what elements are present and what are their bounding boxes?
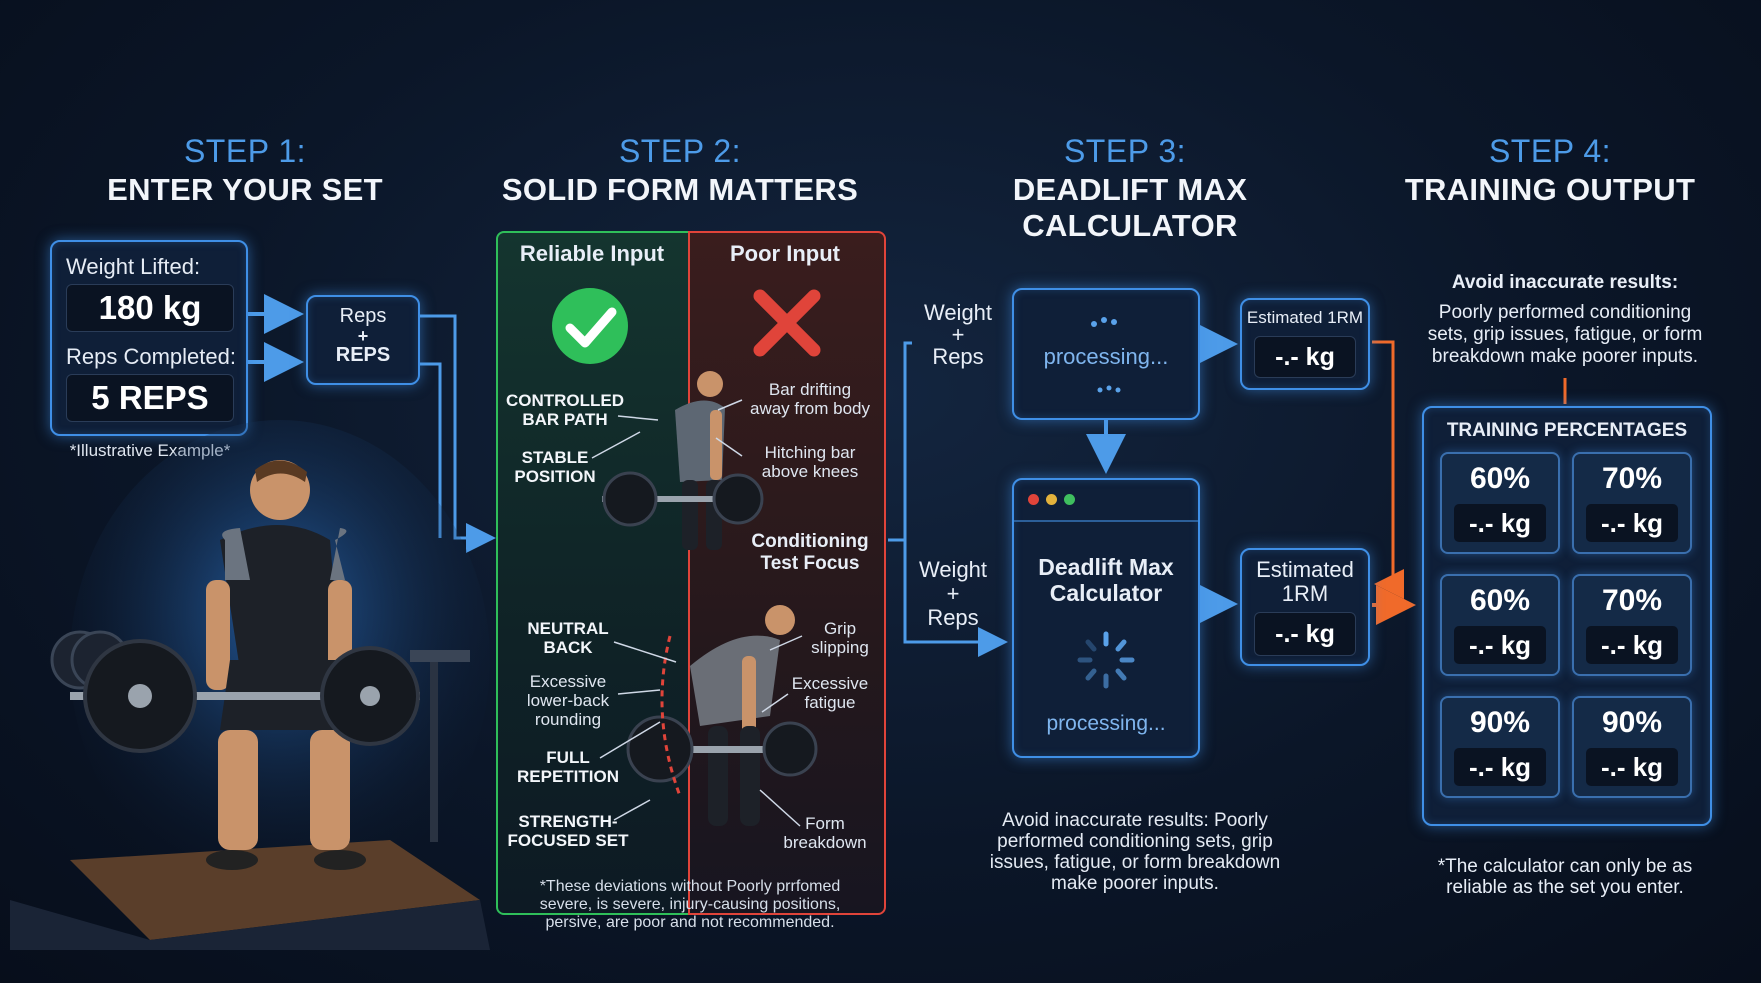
combo-plus: + — [357, 326, 369, 346]
processing-text-top: processing... — [1043, 344, 1169, 369]
percentage-value: 60% — [1469, 584, 1531, 617]
label-lower-back-rounding: Excessive lower-back rounding — [526, 672, 610, 729]
calculator-titlebar — [1014, 480, 1198, 522]
label-bar-drifting: Bar drifting away from body — [750, 380, 870, 418]
check-icon — [552, 288, 628, 364]
percentage-card: 70% -.- kg — [1572, 452, 1692, 554]
est-top-label: Estimated 1RM — [1246, 308, 1364, 327]
lifter-poor-form-illustration — [626, 605, 818, 826]
label-hitching-bar: Hitching bar above knees — [761, 443, 859, 481]
weight-field[interactable]: 180 kg — [66, 284, 234, 332]
percentage-card: 70% -.- kg — [1572, 574, 1692, 676]
window-close-dot[interactable] — [1028, 494, 1039, 505]
window-minimize-dot[interactable] — [1046, 494, 1057, 505]
loading-dots-icon-2 — [1097, 385, 1121, 393]
processing-box: processing... — [1012, 288, 1200, 420]
weight-label: Weight Lifted: — [66, 254, 201, 279]
x-mark-icon — [753, 289, 821, 357]
step3-number: STEP 3: — [1063, 133, 1187, 169]
loading-dots-icon — [1091, 317, 1117, 327]
label-full-repetition: FULL REPETITION — [516, 748, 619, 786]
training-percentages-panel: TRAINING PERCENTAGES 60% -.- kg 70% -.- … — [1422, 406, 1712, 826]
combo-top: Reps — [339, 305, 387, 327]
percentage-card: 90% -.- kg — [1440, 696, 1560, 798]
percentage-kg: -.- kg — [1454, 504, 1546, 542]
poor-header: Poor Input — [730, 241, 840, 266]
deadlift-athlete-illustration — [10, 420, 490, 950]
label-stable-position: STABLE POSITION — [514, 448, 596, 486]
step2-number: STEP 2: — [618, 133, 742, 169]
lifter-good-form-illustration — [602, 371, 764, 550]
warning-body: Poorly performed conditioning sets, grip… — [1427, 302, 1703, 367]
percentage-kg: -.- kg — [1586, 504, 1678, 542]
step1-title: ENTER YOUR SET — [107, 172, 383, 207]
percentage-card: 60% -.- kg — [1440, 452, 1560, 554]
calculator-title: Deadlift Max Calculator — [1038, 554, 1174, 606]
label-conditioning-test-focus: Conditioning Test Focus — [751, 531, 869, 574]
percentage-value: 60% — [1469, 462, 1531, 495]
label-form-breakdown: Form breakdown — [783, 814, 867, 852]
reliable-header: Reliable Input — [519, 241, 665, 266]
percentage-value: 90% — [1469, 706, 1531, 739]
input-weight-reps-bottom: Weight + Reps — [918, 557, 988, 630]
input-weight-reps-top: Weight + Reps — [923, 300, 993, 369]
percentage-kg: -.- kg — [1586, 626, 1678, 664]
percentage-kg: -.- kg — [1454, 626, 1546, 664]
percentage-card: 90% -.- kg — [1572, 696, 1692, 798]
set-entry-panel: Weight Lifted: 180 kg Reps Completed: 5 … — [50, 240, 248, 436]
combo-bottom: REPS — [335, 344, 391, 366]
est-bottom-value: -.- kg — [1254, 612, 1356, 656]
percentage-kg: -.- kg — [1454, 748, 1546, 786]
reps-label: Reps Completed: — [66, 344, 236, 369]
reps-field[interactable]: 5 REPS — [66, 374, 234, 422]
label-strength-focused-set: STRENGTH- FOCUSED SET — [507, 812, 629, 850]
warning-title: Avoid inaccurate results: — [1451, 272, 1679, 293]
estimated-1rm-top: Estimated 1RM -.- kg — [1240, 298, 1370, 390]
step2-footnote: *These deviations without Poorly prrfome… — [539, 878, 841, 931]
step3-note: Avoid inaccurate results: Poorly perform… — [989, 810, 1281, 894]
label-grip-slipping: Grip slipping — [811, 619, 869, 657]
label-excessive-fatigue: Excessive fatigue — [791, 674, 869, 712]
estimated-1rm-bottom: Estimated 1RM -.- kg — [1240, 548, 1370, 666]
step3-title: DEADLIFT MAX CALCULATOR — [1012, 172, 1248, 243]
percentage-value: 90% — [1601, 706, 1663, 739]
label-controlled-bar-path: CONTROLLED BAR PATH — [505, 391, 625, 429]
percentage-value: 70% — [1601, 584, 1663, 617]
reps-combo-box: Reps + REPS — [306, 295, 420, 385]
est-top-value: -.- kg — [1254, 336, 1356, 378]
step4-number: STEP 4: — [1488, 133, 1612, 169]
est-bottom-label: Estimated 1RM — [1256, 557, 1354, 606]
step4-title: TRAINING OUTPUT — [1404, 172, 1696, 207]
calculator-window: Deadlift Max Calculator processing... — [1012, 478, 1200, 758]
label-neutral-back: NEUTRAL BACK — [527, 619, 609, 657]
percentage-card: 60% -.- kg — [1440, 574, 1560, 676]
step1-number: STEP 1: — [183, 133, 307, 169]
processing-text-bottom: processing... — [1046, 712, 1166, 735]
step4-footnote: *The calculator can only be as reliable … — [1437, 856, 1693, 898]
percentage-kg: -.- kg — [1586, 748, 1678, 786]
percentage-value: 70% — [1601, 462, 1663, 495]
spinner-icon — [1077, 631, 1135, 689]
panel-title: TRAINING PERCENTAGES — [1446, 420, 1688, 441]
step2-title: SOLID FORM MATTERS — [501, 172, 859, 207]
window-maximize-dot[interactable] — [1064, 494, 1075, 505]
